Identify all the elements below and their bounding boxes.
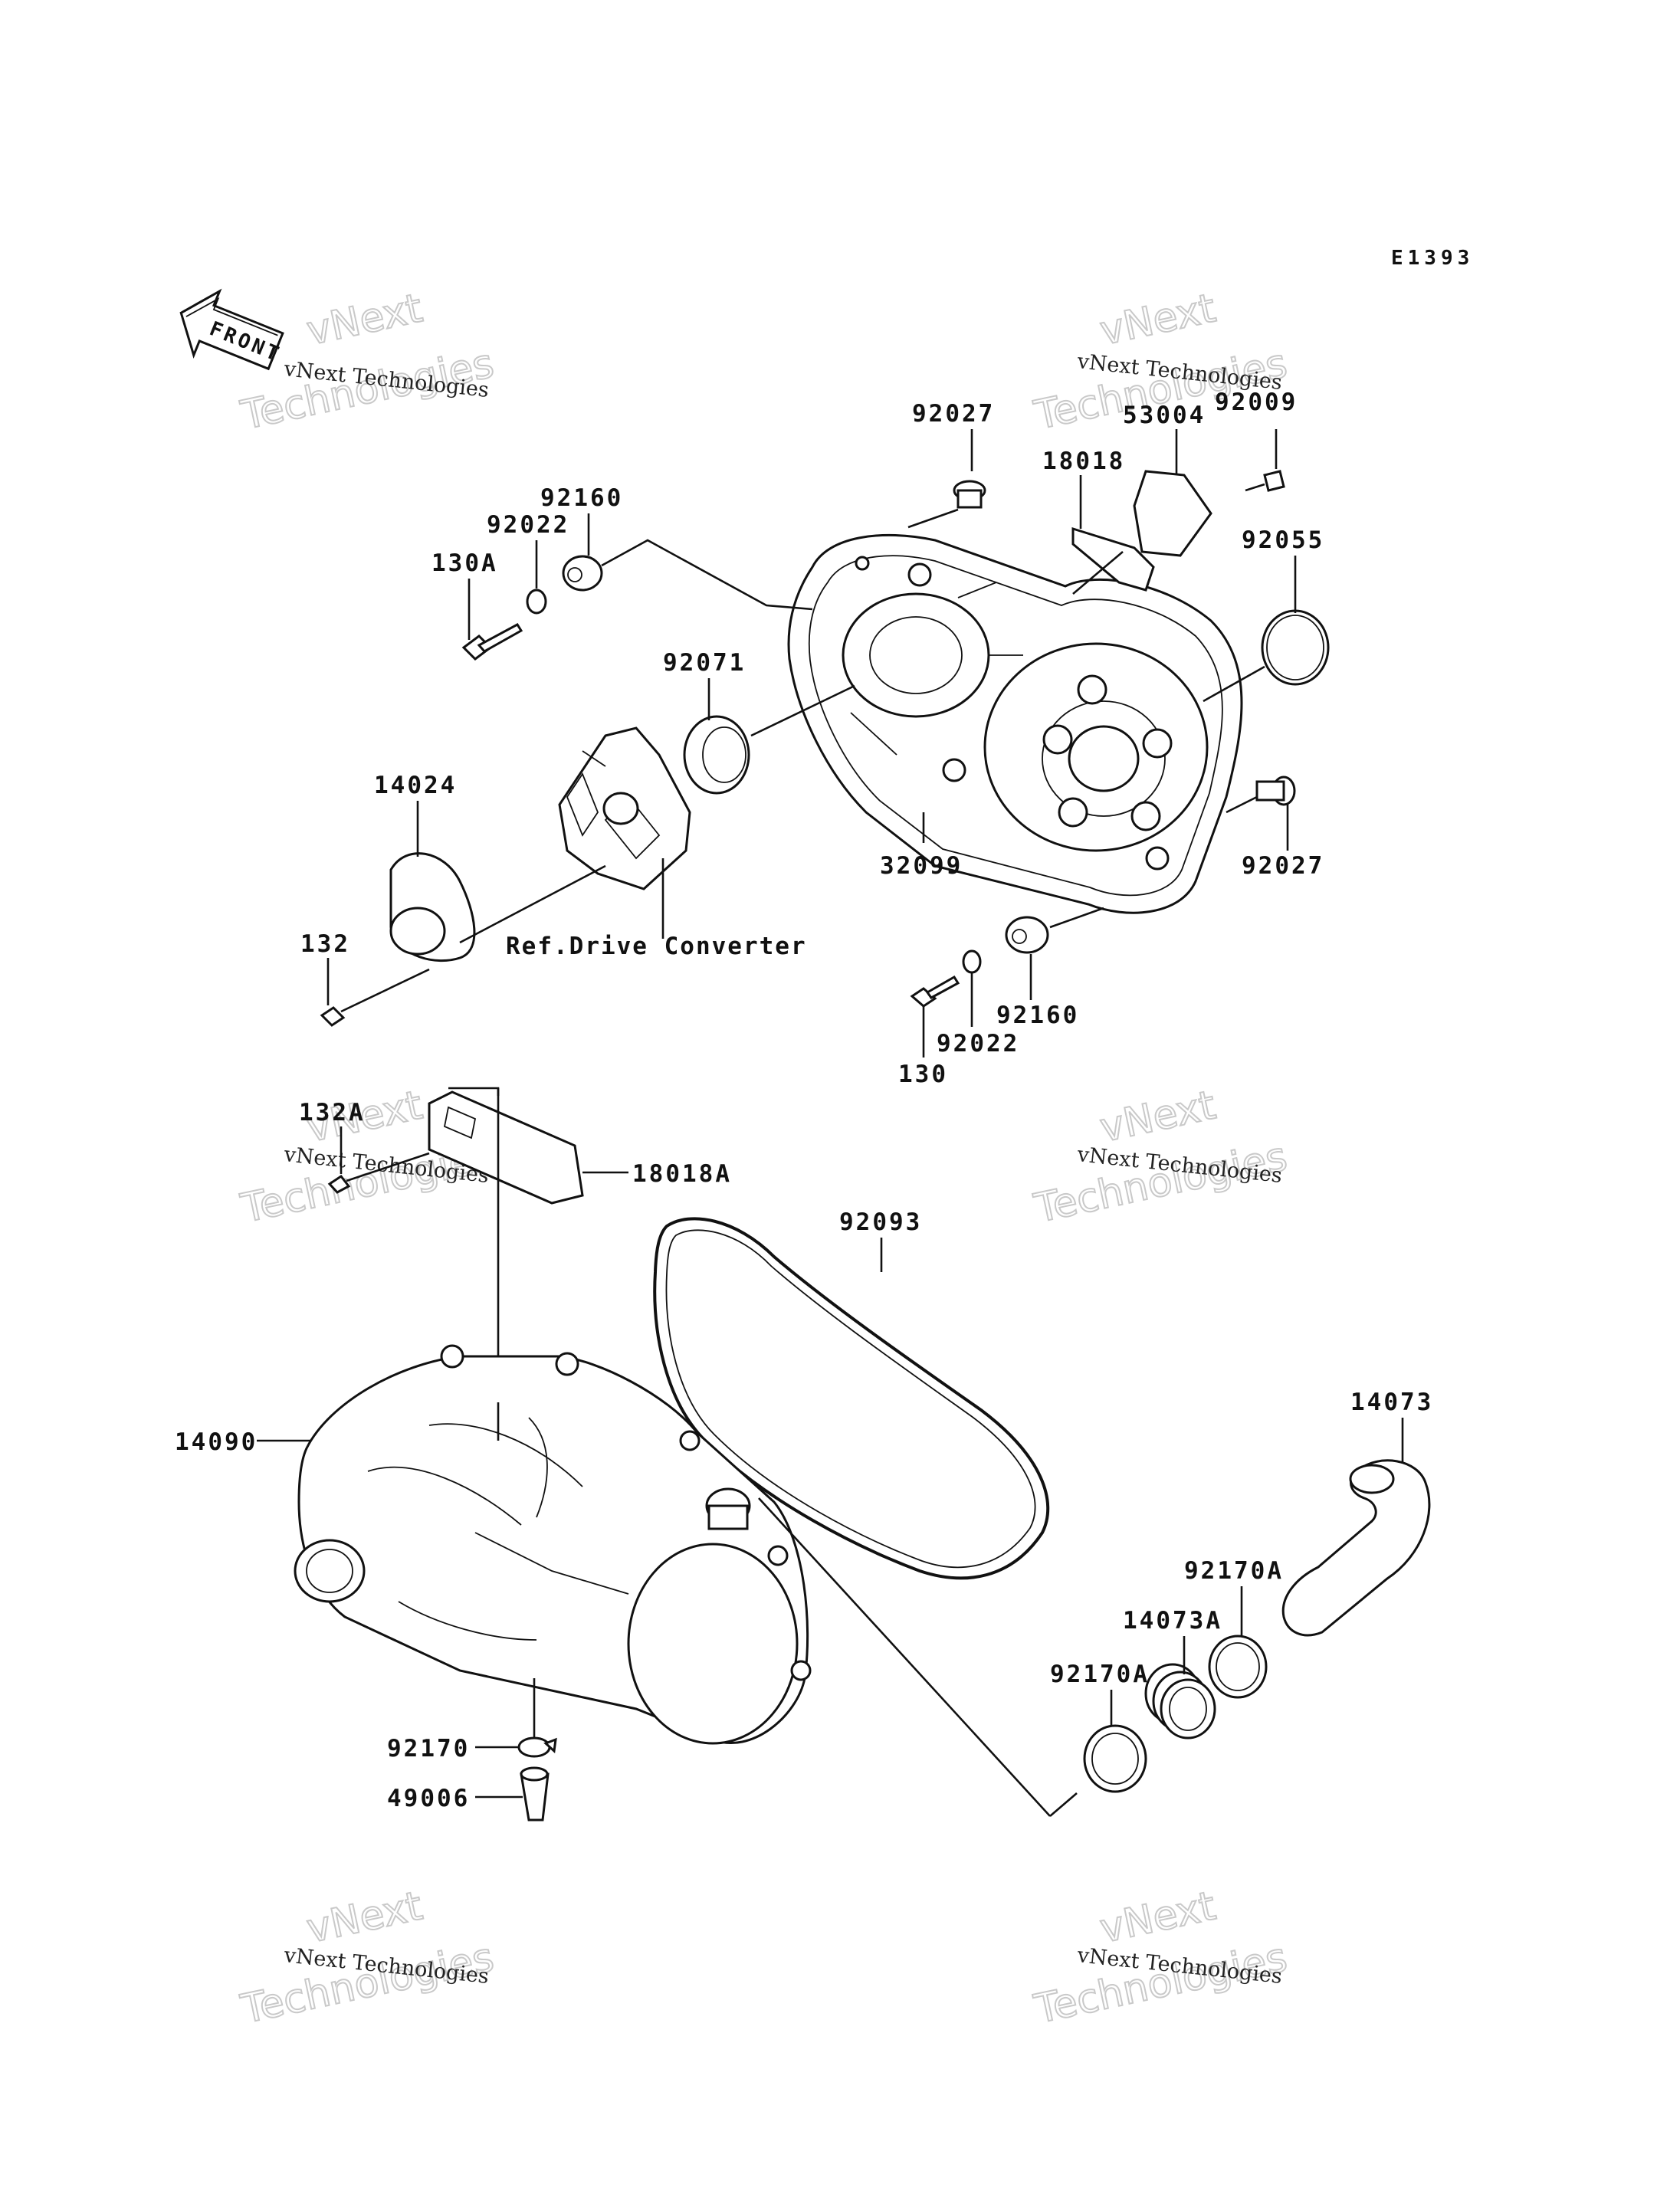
part-92160-bottom [1005,907,1104,1000]
label-32099: 32099 [880,852,963,880]
part-92071-seal [683,678,855,795]
label-92022-top: 92022 [487,511,569,539]
leader-gasket-duct [758,1497,1051,1817]
label-18018: 18018 [1042,448,1125,475]
label-18018A: 18018A [632,1160,732,1188]
watermark-big-1: vNext [1096,1082,1219,1151]
label-132A: 132A [299,1099,366,1126]
label-92055: 92055 [1242,526,1324,554]
label-92071: 92071 [663,649,746,677]
label-130: 130 [898,1061,948,1088]
label-130A: 130A [431,549,498,577]
part-92009-screw [1245,429,1285,492]
part-92022-bottom [962,949,982,1027]
label-14024: 14024 [374,772,457,799]
part-92027-right [1226,776,1296,851]
label-14090: 14090 [175,1428,258,1456]
part-130A-bolt [461,579,523,661]
part-92093-gasket [653,1217,1050,1580]
cover-32099 [787,533,1243,914]
part-130-bolt [910,975,960,1058]
ref-drive-converter-label: Ref.Drive Converter [506,933,807,960]
label-14073A: 14073A [1123,1607,1222,1635]
label-92170A-left: 92170A [1050,1661,1150,1688]
watermark-mid-right: vNext Technologies vNext Technologies [1029,1081,1291,1232]
watermark-big-1: vNext [303,1883,426,1952]
part-92170A-left [1083,1690,1147,1793]
leader-gasket-duct-2 [1049,1792,1078,1817]
part-14073-duct [1281,1418,1431,1637]
drive-converter-ref [558,726,691,939]
label-49006: 49006 [387,1785,470,1812]
label-132: 132 [300,930,350,958]
label-92160-bottom: 92160 [996,1002,1079,1029]
part-labels: 92027 53004 92009 18018 92055 92160 9202… [175,389,1433,1812]
part-14073A-bellows [1144,1636,1216,1740]
label-92009: 92009 [1215,389,1298,416]
watermark-bottom-left: vNext Technologies vNext Technologies [236,1882,498,2033]
diagram-code: E1393 [1391,247,1474,270]
part-18018A-plate [428,1087,628,1395]
part-14024-plate [389,801,606,962]
part-132A-bolt [327,1126,430,1194]
watermark-bottom-right: vNext Technologies vNext Technologies [1029,1882,1291,2033]
label-92022-bottom: 92022 [937,1030,1019,1058]
label-14073: 14073 [1350,1389,1433,1416]
part-92170A-right [1208,1586,1268,1699]
label-92170A-right: 92170A [1184,1557,1284,1585]
label-92027-top: 92027 [912,400,995,428]
front-arrow-icon: FRONT [179,288,284,371]
part-49006-tube [475,1766,550,1822]
label-92027-right: 92027 [1242,852,1324,880]
part-14090-housing [257,1344,812,1745]
part-92170-clamp [475,1678,557,1758]
part-53004-bracket [1071,429,1212,595]
part-92022-top [526,540,547,615]
part-92160-top [562,513,813,611]
watermark-big-1: vNext [1096,285,1219,354]
watermark-big-1: vNext [303,285,426,354]
label-92170: 92170 [387,1735,470,1763]
part-92055-oring [1203,556,1330,703]
label-53004: 53004 [1123,402,1206,429]
label-92093: 92093 [839,1208,922,1236]
part-92027-top [907,429,986,529]
part-132-bolt [320,958,430,1027]
label-92160-top: 92160 [540,484,623,512]
watermark-big-1: vNext [1096,1883,1219,1952]
